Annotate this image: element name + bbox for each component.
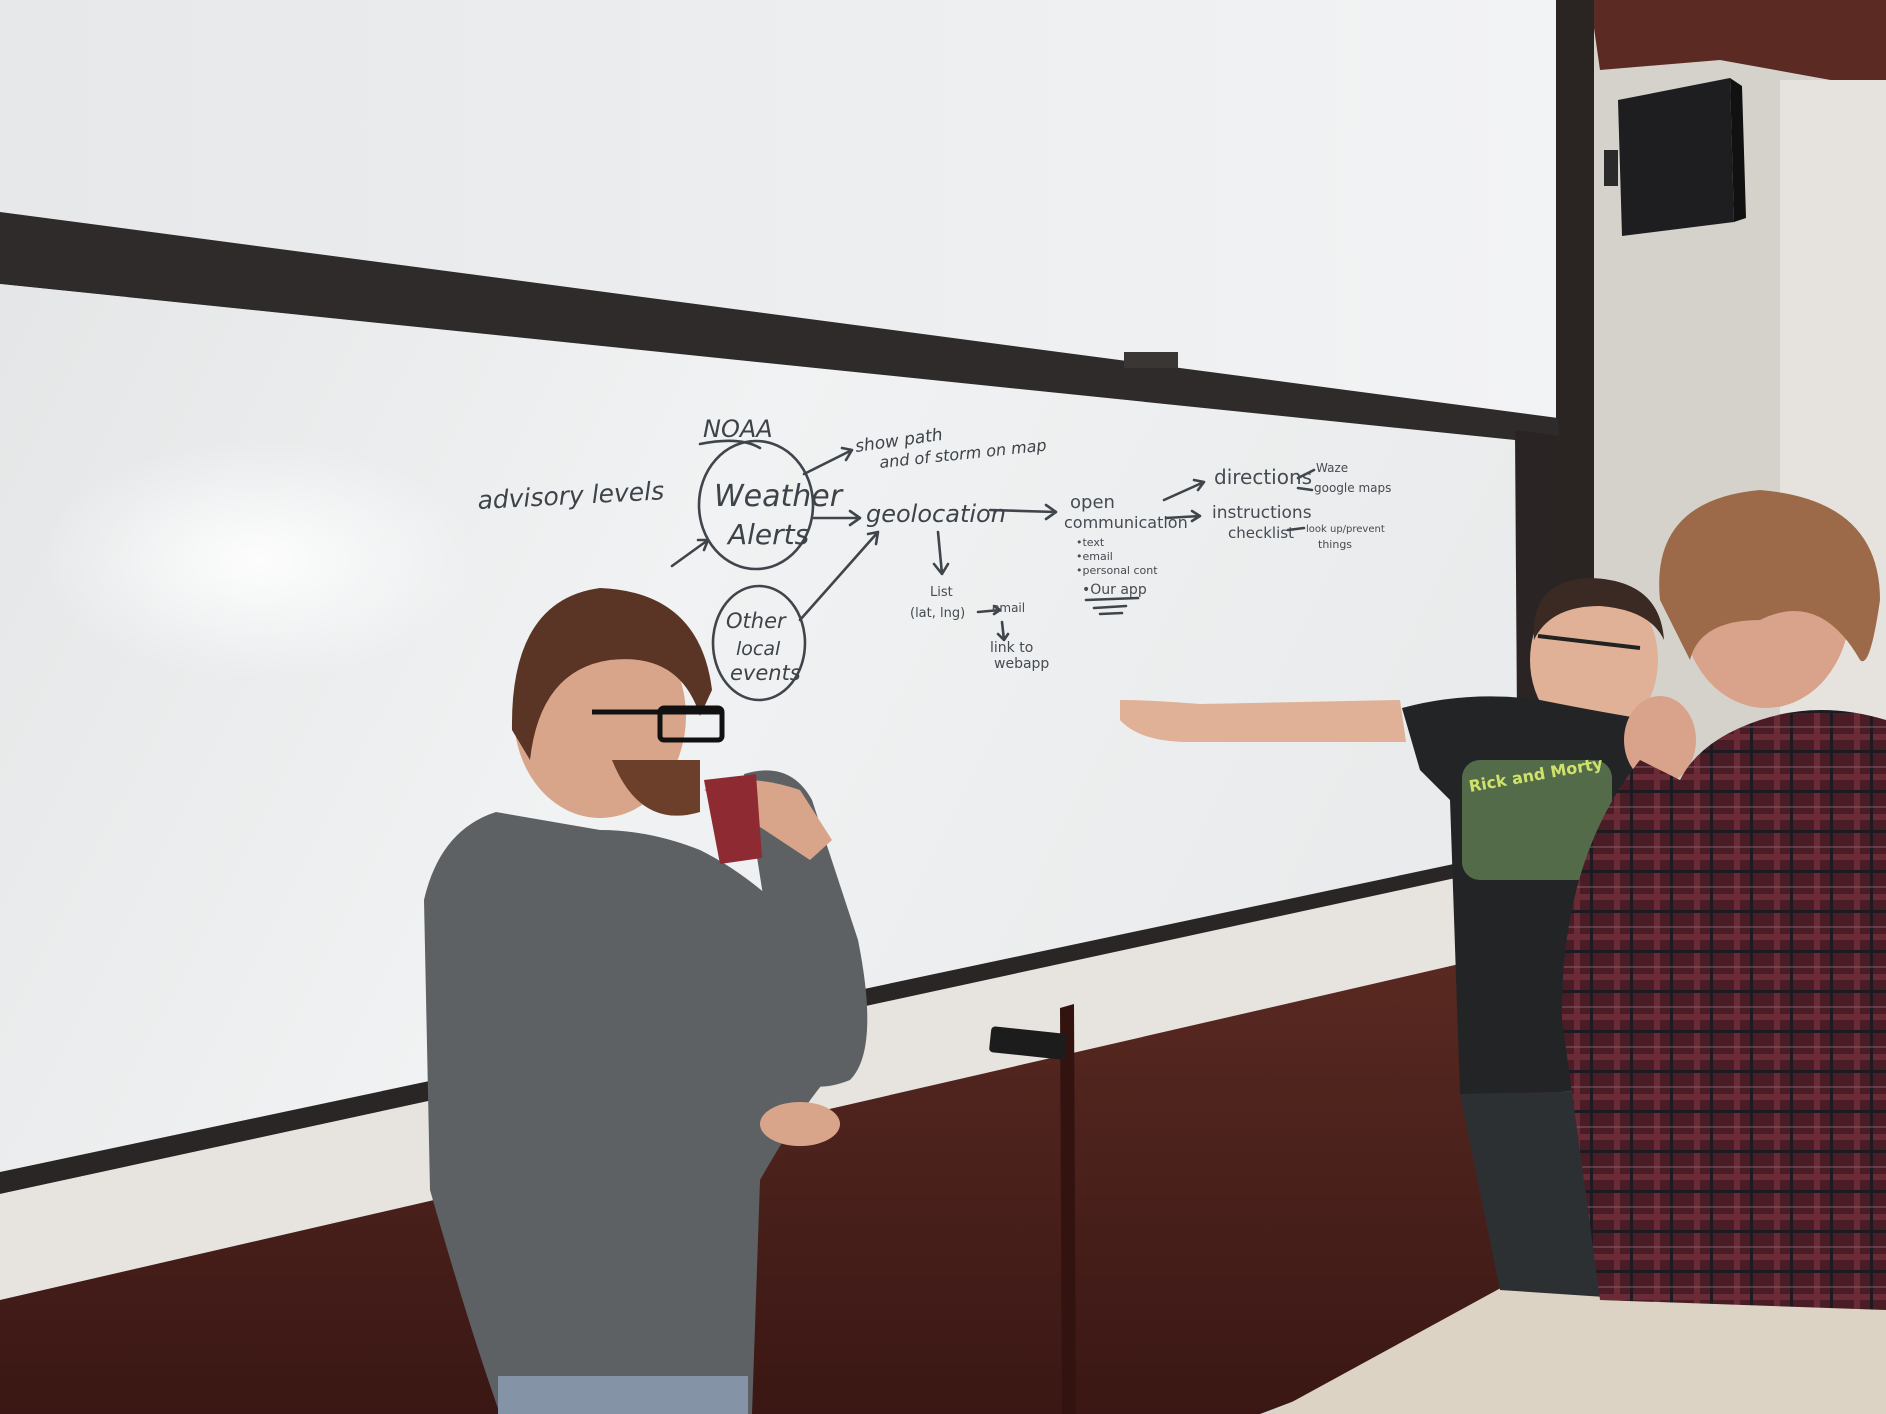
eraser [989,1026,1067,1060]
list-label: List [930,585,953,600]
person-plaid-shirt [1561,490,1886,1310]
open-communication-label-2: communication [1064,513,1188,532]
coffee-cup [704,774,762,864]
screen-tray [0,212,1560,446]
weather-alerts-label-2: Alerts [726,518,809,551]
lookup-label-1: look up/prevent [1306,524,1385,535]
weather-alerts-circle [697,439,815,571]
whiteboard-diagram: NOAA advisory levels Weather Alerts Othe… [477,415,1391,702]
light-glare [40,440,480,680]
channel-our-app: •Our app [1082,582,1147,598]
weather-alerts-label-1: Weather [714,479,844,514]
geolocation-label: geolocation [866,500,1006,528]
open-communication-label-1: open [1070,492,1115,513]
channel-text: •text [1076,536,1105,549]
other-events-label-1: Other [726,609,787,633]
other-events-label-3: events [730,661,801,685]
arrow [996,620,1010,642]
person-gray-shirt [424,588,868,1414]
arrow [802,446,854,476]
checklist-label: checklist [1228,524,1294,542]
noaa-label: NOAA [703,415,773,443]
table [1270,1272,1886,1414]
channel-email: •email [1076,550,1113,563]
arrow [1286,526,1306,532]
directions-label: directions [1214,465,1312,489]
other-events-circle [711,584,807,702]
waze-label: Waze [1316,461,1348,475]
channel-personal-contact: •personal cont [1076,564,1158,577]
arrow [812,509,862,527]
arrow [988,503,1058,521]
tshirt-print [1462,760,1612,880]
wood-paneling [0,938,1560,1414]
list-sub-label: (lat, lng) [910,606,965,621]
link-label-1: link to [990,640,1033,656]
other-events-label-2: local [736,638,781,660]
arrow [976,604,1002,616]
wall-speaker [1604,78,1746,236]
lookup-label-2: things [1318,538,1352,551]
arrow [798,530,880,622]
arrow [1164,509,1202,523]
google-maps-label: google maps [1314,481,1391,495]
arrow [1296,468,1316,492]
link-label-2: webapp [994,656,1049,672]
arrow [932,530,950,576]
instructions-label: instructions [1212,503,1312,523]
arrow [1162,478,1206,502]
arrow [670,538,710,568]
email-label: email [992,601,1025,615]
projection-screen [0,0,1556,420]
board-frame-post [1556,0,1594,620]
crown-molding [1590,0,1886,90]
